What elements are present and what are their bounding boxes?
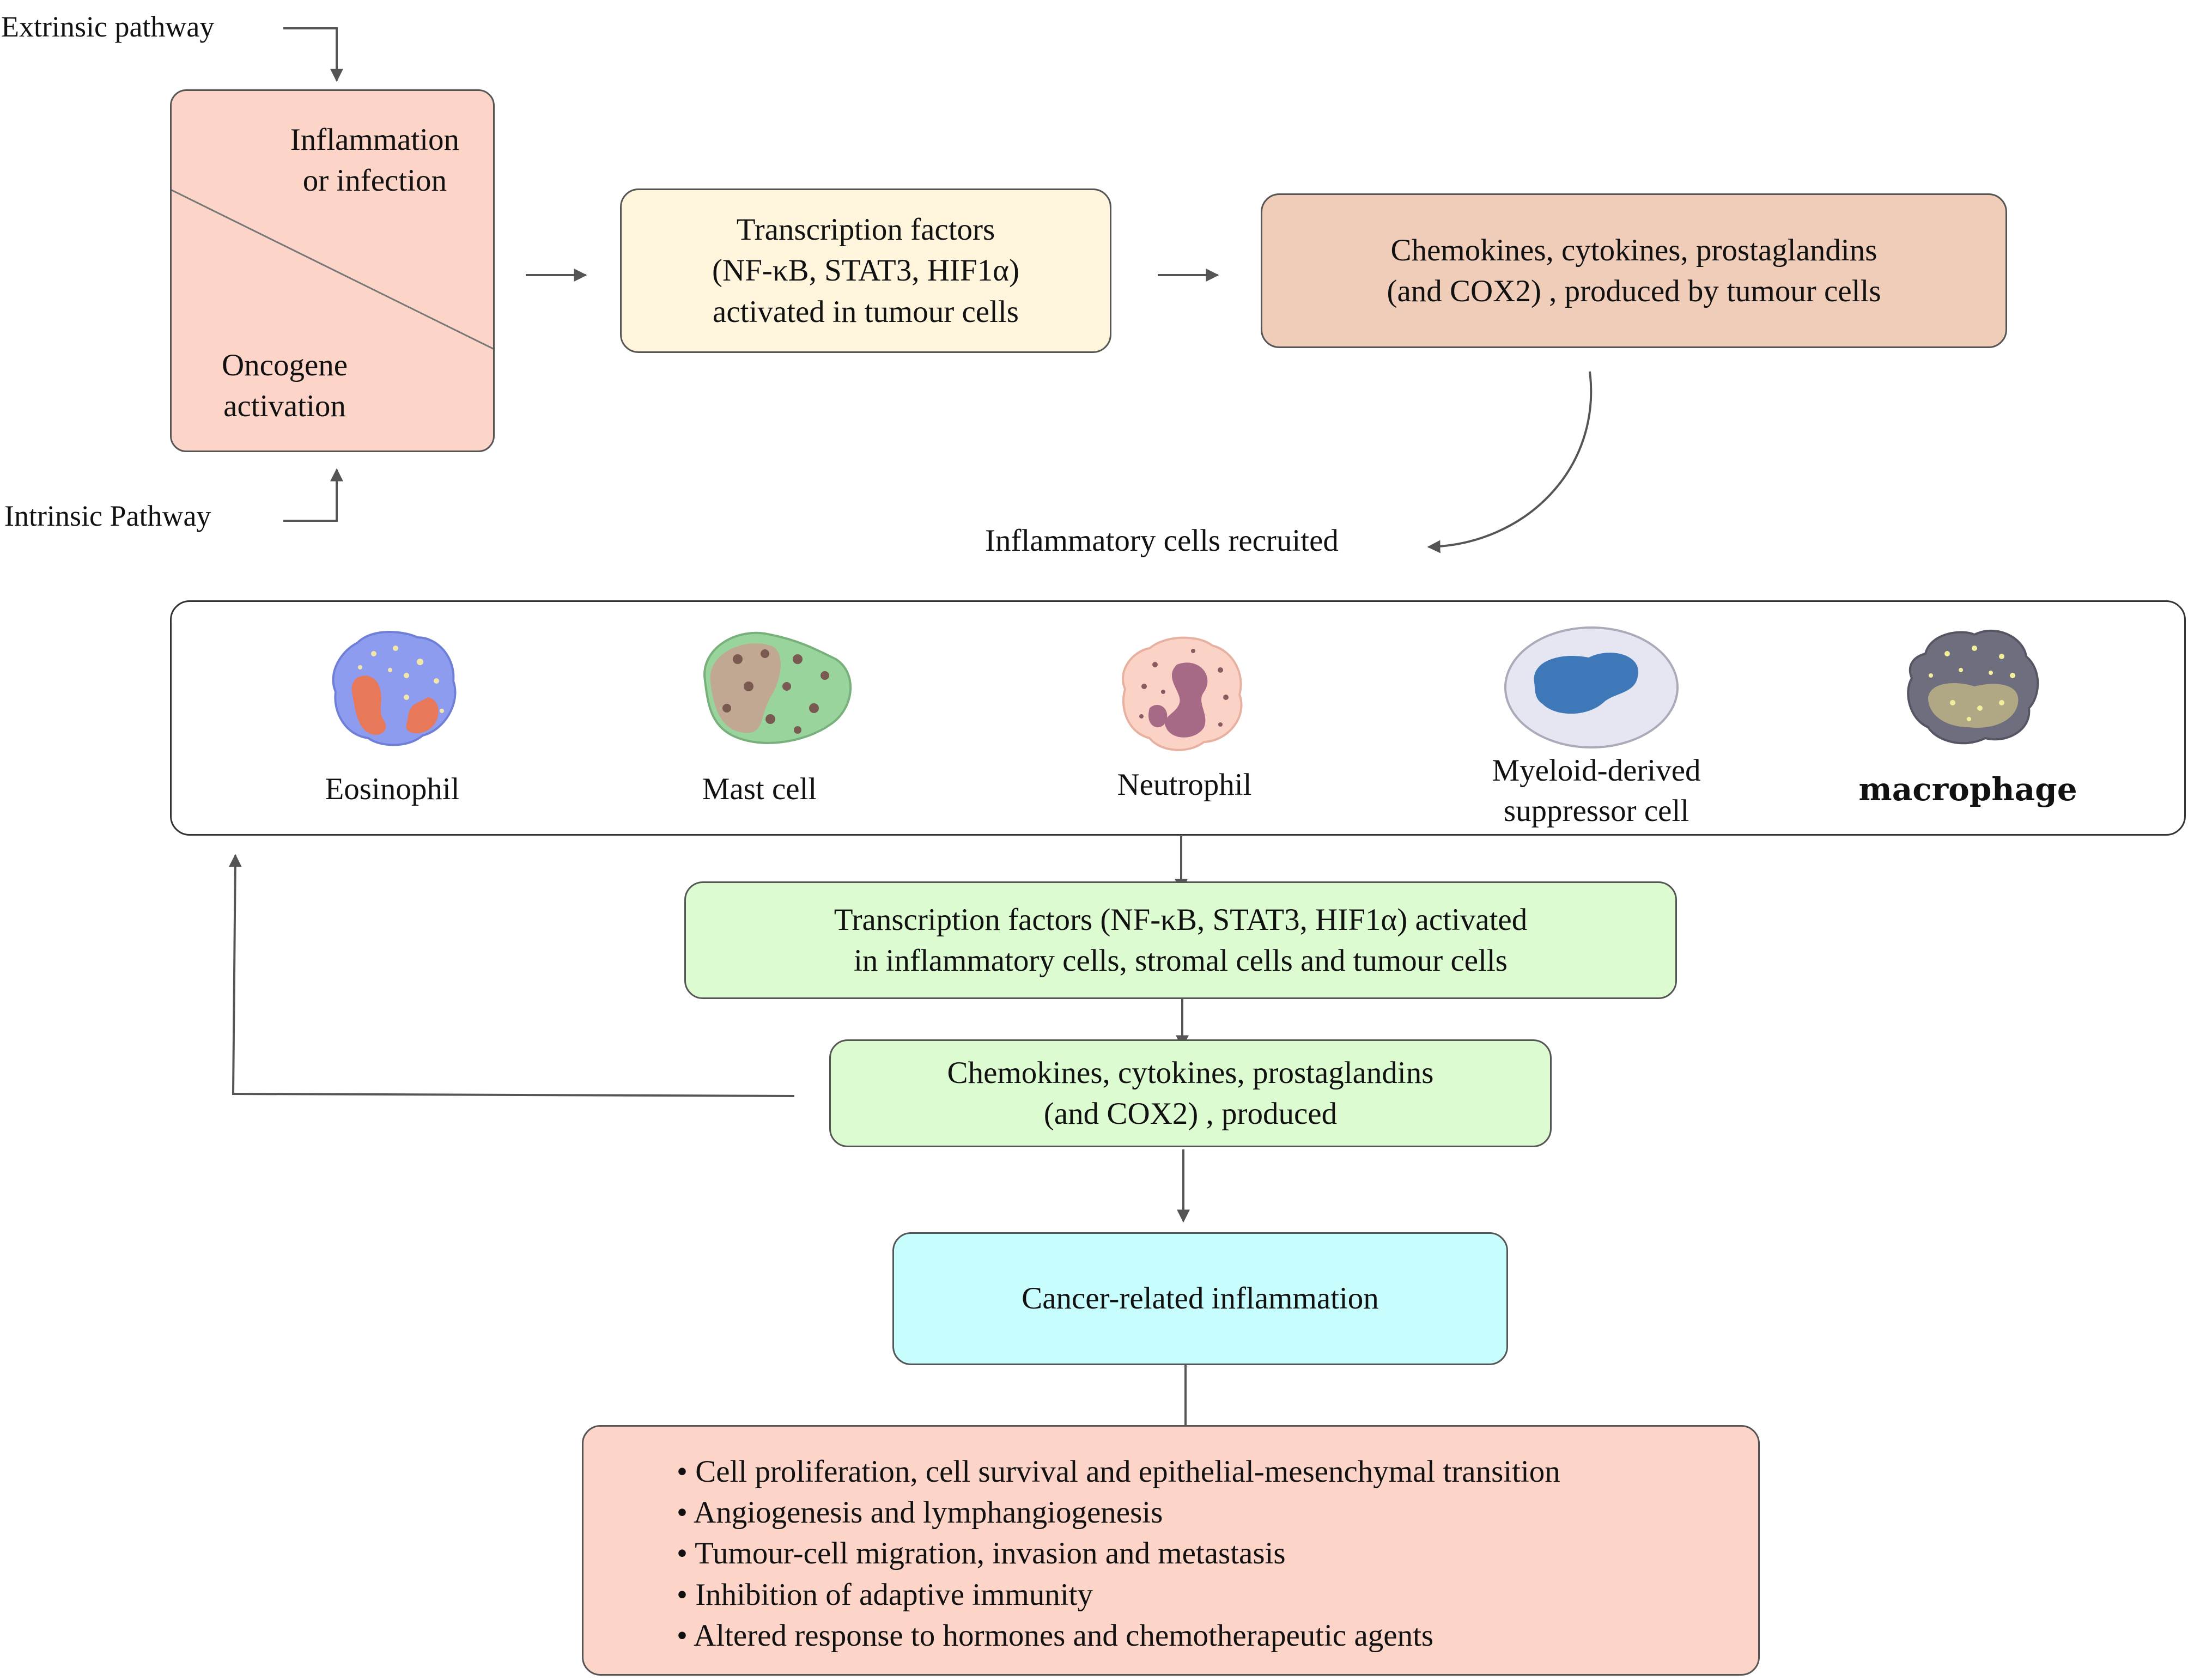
trigger-box: Inflammation or infection Oncogene activ… bbox=[170, 89, 495, 452]
eosinophil-icon bbox=[332, 631, 457, 746]
feedback-loop-arrow bbox=[228, 854, 795, 1097]
diagonal-divider bbox=[172, 189, 493, 350]
neutrophil-icon bbox=[1122, 636, 1243, 751]
inflammation-text: Inflammation or infection bbox=[290, 119, 459, 201]
macrophage-icon bbox=[1907, 629, 2039, 745]
mast-cell-label-text: Mast cell bbox=[702, 772, 817, 806]
neutrophil-label-text: Neutrophil bbox=[1117, 768, 1252, 802]
tf-tumour-box: Transcription factors (NF-κB, STAT3, HIF… bbox=[620, 188, 1111, 353]
mdsc-label: Myeloid-derived suppressor cell bbox=[1433, 751, 1760, 831]
tf-all-line-1: Transcription factors (NF-κB, STAT3, HIF… bbox=[834, 902, 1528, 937]
extrinsic-pathway-label: Extrinsic pathway bbox=[1, 10, 215, 43]
chemokines-produced-line-2: (and COX2) , produced bbox=[1043, 1097, 1338, 1131]
eosinophil-label-text: Eosinophil bbox=[325, 772, 460, 806]
macrophage-label: macrophage bbox=[1804, 769, 2131, 810]
chemokines-tumour-box: Chemokines, cytokines, prostaglandins (a… bbox=[1261, 193, 2007, 348]
outcome-item: • Inhibition of adaptive immunity bbox=[677, 1577, 1093, 1612]
outcome-item: • Angiogenesis and lymphangiogenesis bbox=[677, 1495, 1163, 1530]
neutrophil-label: Neutrophil bbox=[1075, 765, 1293, 805]
cancer-inflammation-text: Cancer-related inflammation bbox=[1022, 1281, 1379, 1316]
mast-cell-icon bbox=[703, 631, 852, 744]
macrophage-label-text: macrophage bbox=[1858, 771, 2077, 808]
mast-cell-label: Mast cell bbox=[651, 769, 868, 809]
oncogene-line-1: Oncogene bbox=[222, 348, 348, 382]
eosinophil-label: Eosinophil bbox=[283, 769, 501, 809]
tf-all-cells-box: Transcription factors (NF-κB, STAT3, HIF… bbox=[684, 881, 1677, 999]
recruited-label: Inflammatory cells recruited bbox=[985, 524, 1339, 558]
outcome-item: • Altered response to hormones and chemo… bbox=[677, 1618, 1434, 1653]
oncogene-text: Oncogene activation bbox=[222, 345, 348, 427]
chemokines-produced-line-1: Chemokines, cytokines, prostaglandins bbox=[947, 1055, 1434, 1090]
intrinsic-pathway-label: Intrinsic Pathway bbox=[4, 500, 211, 532]
tf-all-line-2: in inflammatory cells, stromal cells and… bbox=[854, 944, 1508, 978]
mdsc-label-line-2: suppressor cell bbox=[1503, 794, 1689, 829]
intrinsic-arrow bbox=[283, 468, 343, 522]
extrinsic-arrow bbox=[283, 27, 343, 82]
outcomes-box bbox=[582, 1425, 1760, 1676]
outcome-item: • Cell proliferation, cell survival and … bbox=[677, 1454, 1560, 1489]
tf-tumour-line-3: activated in tumour cells bbox=[713, 294, 1019, 329]
tf-tumour-line-2: (NF-κB, STAT3, HIF1α) bbox=[712, 253, 1019, 288]
cancer-inflammation-box: Cancer-related inflammation bbox=[892, 1232, 1508, 1365]
chemokines-tumour-line-1: Chemokines, cytokines, prostaglandins bbox=[1390, 233, 1877, 267]
chemokines-tumour-line-2: (and COX2) , produced by tumour cells bbox=[1387, 274, 1881, 308]
outcomes-list: • Cell proliferation, cell survival and … bbox=[677, 1451, 1560, 1656]
recruit-curve-arrow bbox=[1427, 371, 1593, 553]
inflammation-line-2: or infection bbox=[302, 163, 447, 198]
oncogene-line-2: activation bbox=[223, 389, 346, 424]
chemokines-produced-box: Chemokines, cytokines, prostaglandins (a… bbox=[829, 1039, 1552, 1147]
mdsc-icon bbox=[1504, 626, 1679, 748]
inflammation-line-1: Inflammation bbox=[290, 123, 459, 157]
tf-tumour-line-1: Transcription factors bbox=[736, 212, 995, 247]
mdsc-label-line-1: Myeloid-derived bbox=[1492, 753, 1701, 788]
outcome-item: • Tumour-cell migration, invasion and me… bbox=[677, 1536, 1286, 1571]
